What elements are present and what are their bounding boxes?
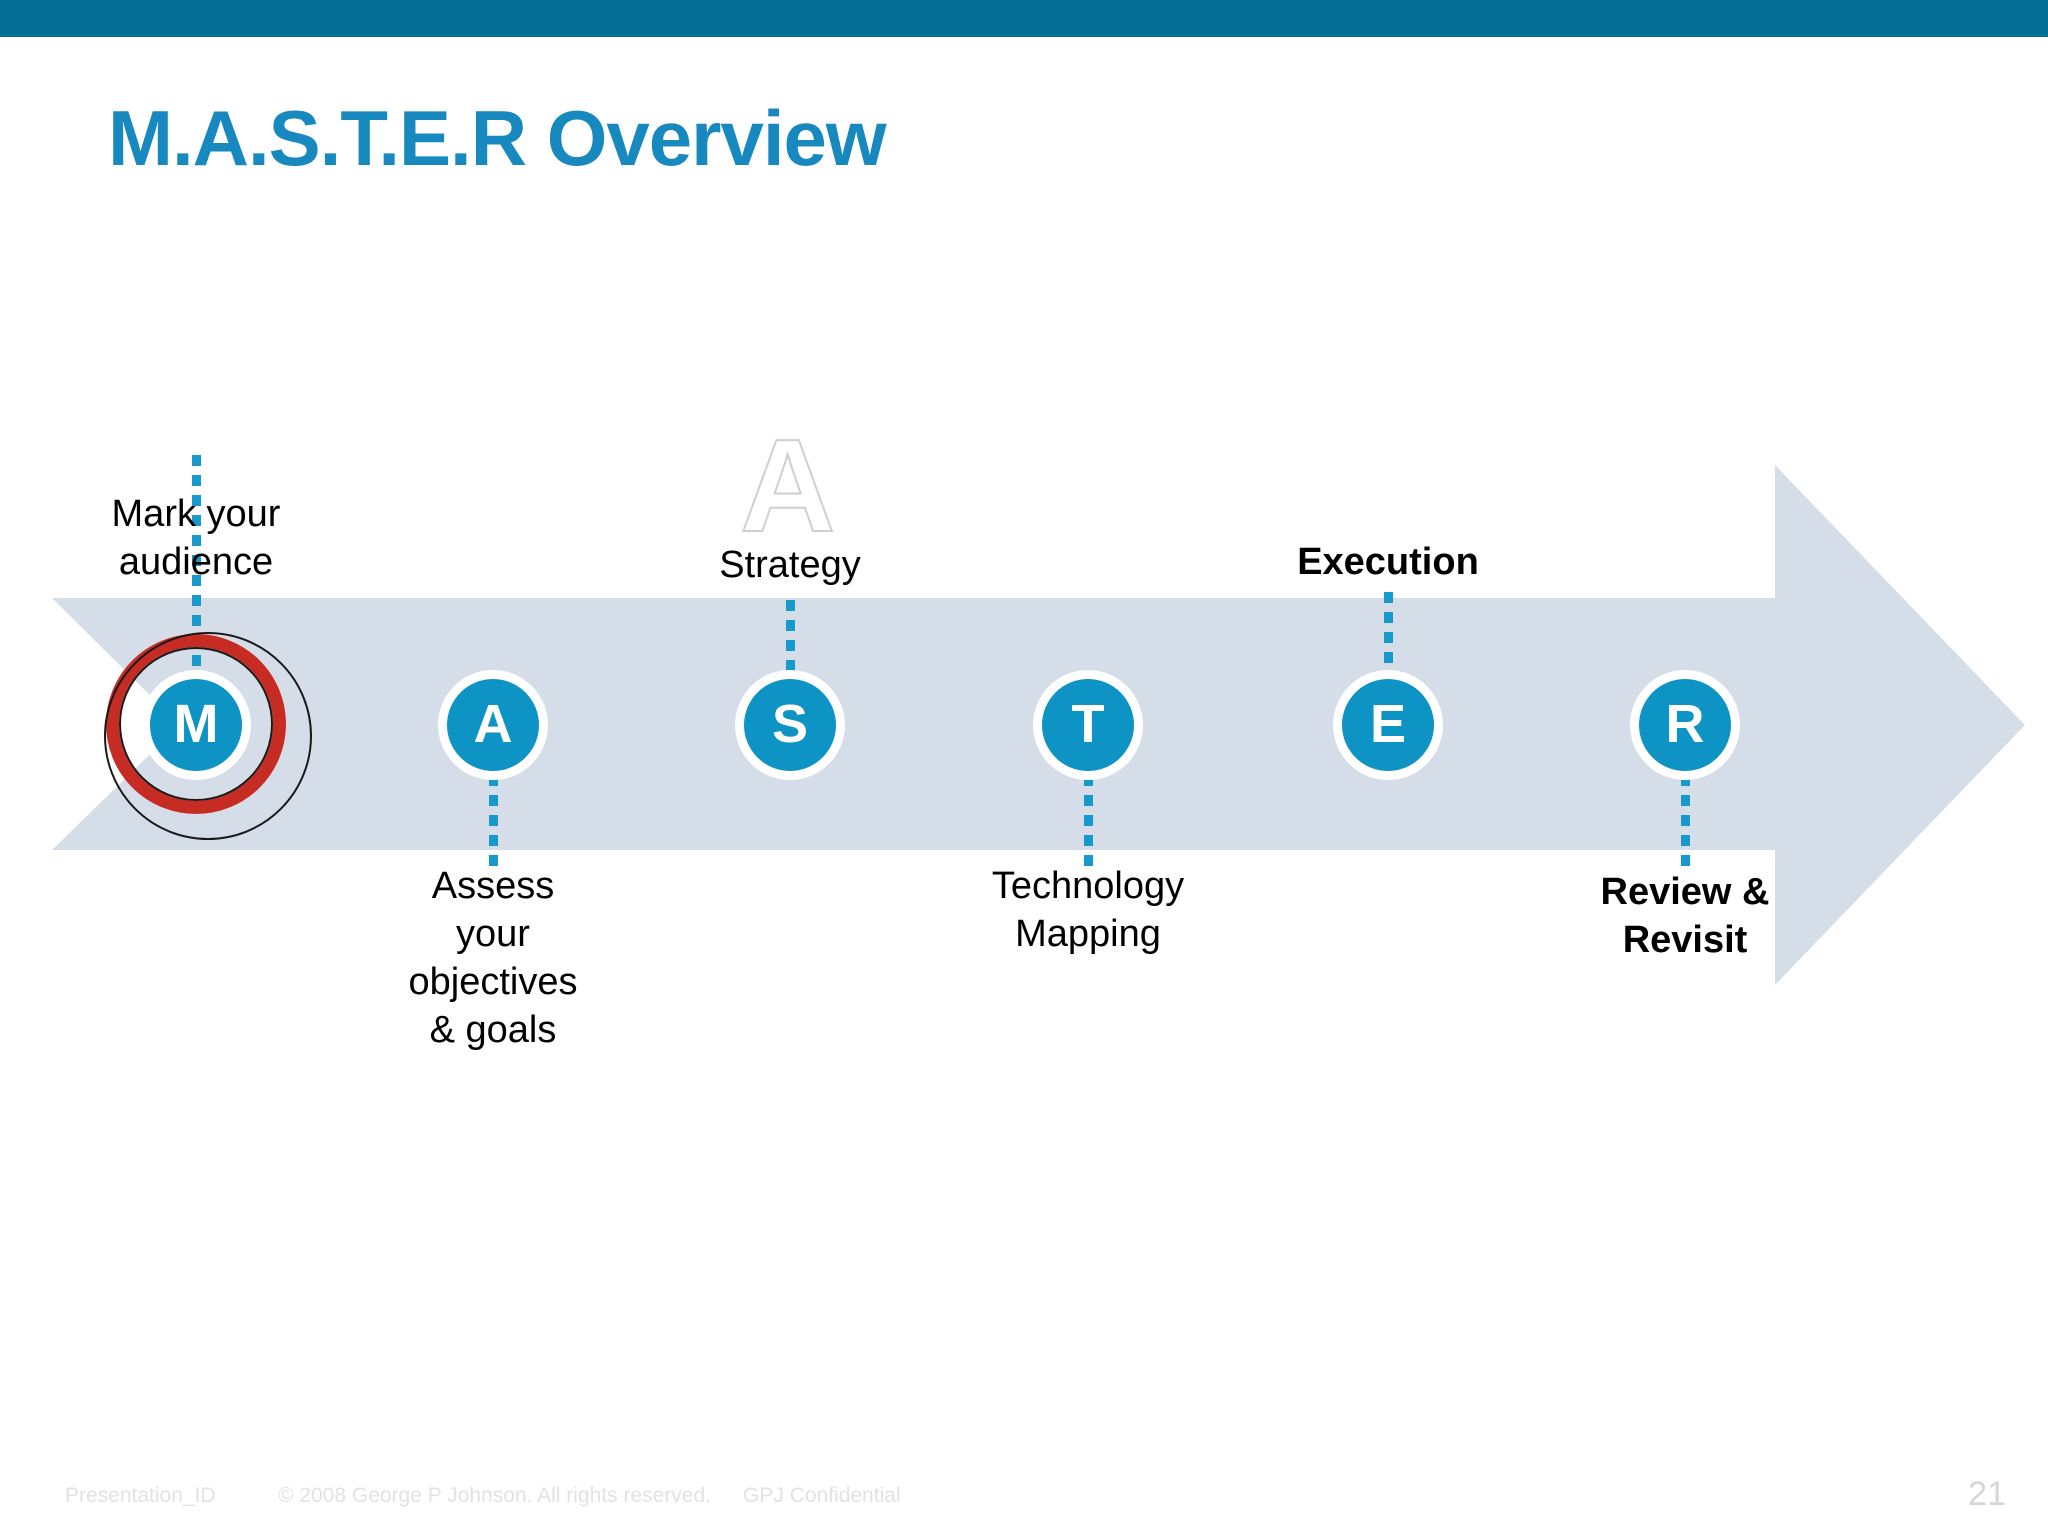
connector-r [1681, 775, 1690, 875]
step-node-t[interactable]: T [1042, 679, 1134, 771]
top-accent-bar [0, 0, 2048, 37]
step-letter-s: S [771, 694, 809, 754]
page-title: M.A.S.T.E.R Overview [108, 94, 887, 182]
step-letter-r: R [1665, 694, 1705, 754]
footer-presentation-id: Presentation_ID [65, 1484, 216, 1507]
page-number: 21 [1968, 1475, 2006, 1513]
step-label-s: Strategy [719, 544, 861, 586]
step-letter-t: T [1071, 694, 1105, 754]
footer-copyright: © 2008 George P Johnson. All rights rese… [278, 1484, 712, 1507]
step-node-r[interactable]: R [1639, 679, 1731, 771]
watermark-letter-a: A [739, 412, 836, 559]
step-label-r: Review & Revisit [1600, 871, 1770, 961]
step-label-e: Execution [1297, 541, 1479, 583]
step-label-t: Technology Mapping [991, 865, 1185, 955]
connector-m [192, 455, 201, 685]
step-label-a: Assess your objectives & goals [408, 865, 578, 1051]
step-node-a[interactable]: A [447, 679, 539, 771]
step-letter-m: M [173, 694, 219, 754]
arrow-shape [52, 465, 2025, 985]
step-node-e[interactable]: E [1342, 679, 1434, 771]
connector-e [1384, 592, 1393, 687]
step-letter-e: E [1369, 694, 1407, 754]
footer-confidentiality: GPJ Confidential [743, 1484, 901, 1507]
connector-s [786, 600, 795, 690]
step-letter-a: A [473, 694, 513, 754]
step-label-m: Mark your audience [111, 493, 281, 583]
process-arrow [0, 440, 2048, 1020]
step-node-s[interactable]: S [744, 679, 836, 771]
step-node-m[interactable]: M [150, 679, 242, 771]
connector-a [489, 775, 498, 875]
connector-t [1084, 775, 1093, 870]
